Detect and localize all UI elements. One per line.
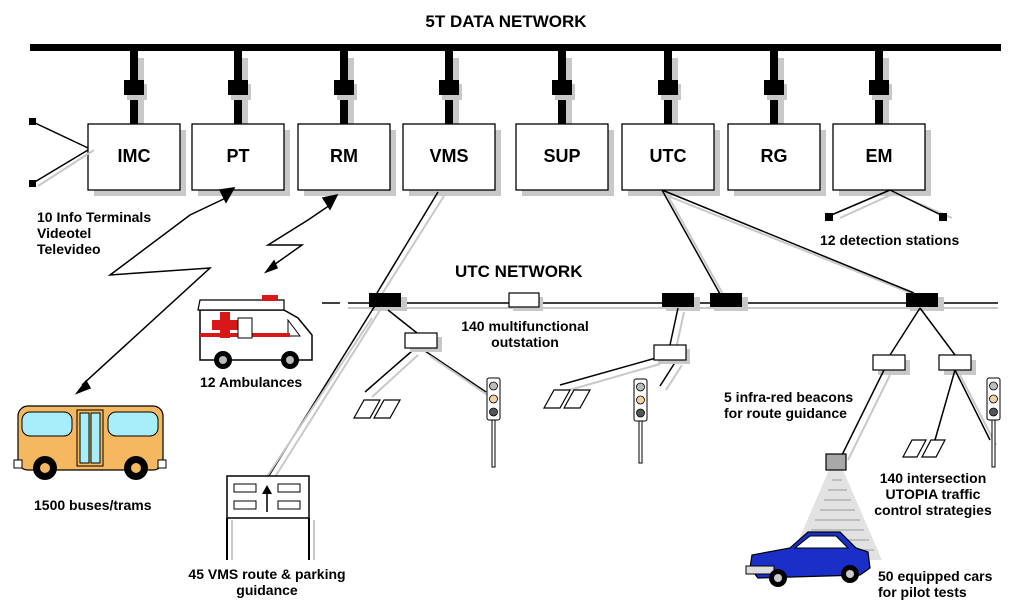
info-terminal-links: [29, 118, 95, 187]
vms-guidance-label: 45 VMS route & parking guidance: [188, 566, 346, 598]
connector-plug-em: [869, 80, 889, 95]
detection-station-links: [825, 189, 953, 221]
connector-plug-vms: [439, 80, 459, 95]
module-label-rg: RG: [760, 146, 788, 166]
traffic-light-1: [486, 377, 501, 468]
info-terminals-label: 10 Info Terminals Videotel Televideo: [37, 209, 152, 257]
connector-plug-pt: [228, 80, 248, 95]
module-box-imc: [87, 123, 181, 191]
ambulance-icon: [197, 295, 313, 369]
buses-label: 1500 buses/trams: [34, 497, 152, 513]
connector-plug-utc: [658, 80, 678, 95]
module-box-utc: [621, 123, 715, 191]
traffic-light-2: [633, 378, 648, 464]
module-box-rg: [727, 123, 821, 191]
module-label-utc: UTC: [649, 146, 687, 166]
module-box-vms: [402, 123, 496, 191]
connector-plug-imc: [124, 80, 144, 95]
radio-links: [74, 187, 339, 395]
detector-loops: [352, 389, 946, 458]
module-label-vms: VMS: [429, 146, 469, 166]
module-label-rm: RM: [330, 146, 358, 166]
connector-plug-sup: [552, 80, 572, 95]
controller-boxes: [364, 307, 997, 461]
module-label-sup: SUP: [543, 146, 581, 166]
detection-stations-label: 12 detection stations: [820, 232, 960, 248]
data-network-title: 5T DATA NETWORK: [425, 12, 587, 31]
module-label-em: EM: [865, 146, 893, 166]
equipped-cars-label: 50 equipped cars for pilot tests: [878, 568, 993, 600]
traffic-lights: [486, 377, 1001, 468]
car-icon: [745, 531, 871, 587]
outstation-label: 140 multifunctional outstation: [461, 318, 589, 350]
utc-links: [376, 189, 919, 297]
intersection-label: 140 intersection UTOPIA traffic control …: [874, 470, 992, 518]
connector-plug-rm: [334, 80, 354, 95]
module-label-imc: IMC: [117, 146, 151, 166]
module-boxes: [87, 123, 931, 196]
bus-connectors: [124, 51, 892, 124]
bus-icon: [13, 405, 167, 480]
module-box-rm: [297, 123, 391, 191]
ambulances-label: 12 Ambulances: [200, 374, 303, 390]
beacons-label: 5 infra-red beacons for route guidance: [724, 389, 854, 421]
module-label-pt: PT: [226, 146, 250, 166]
data-network-bus: [30, 44, 1001, 51]
traffic-light-3: [986, 377, 1001, 468]
module-box-pt: [191, 123, 285, 191]
module-box-sup: [515, 123, 609, 191]
vms-sign: [226, 303, 383, 560]
utc-network-line: [322, 302, 998, 309]
connector-plug-rg: [764, 80, 784, 95]
module-box-em: [832, 123, 926, 191]
utc-network-title: UTC NETWORK: [455, 262, 583, 281]
